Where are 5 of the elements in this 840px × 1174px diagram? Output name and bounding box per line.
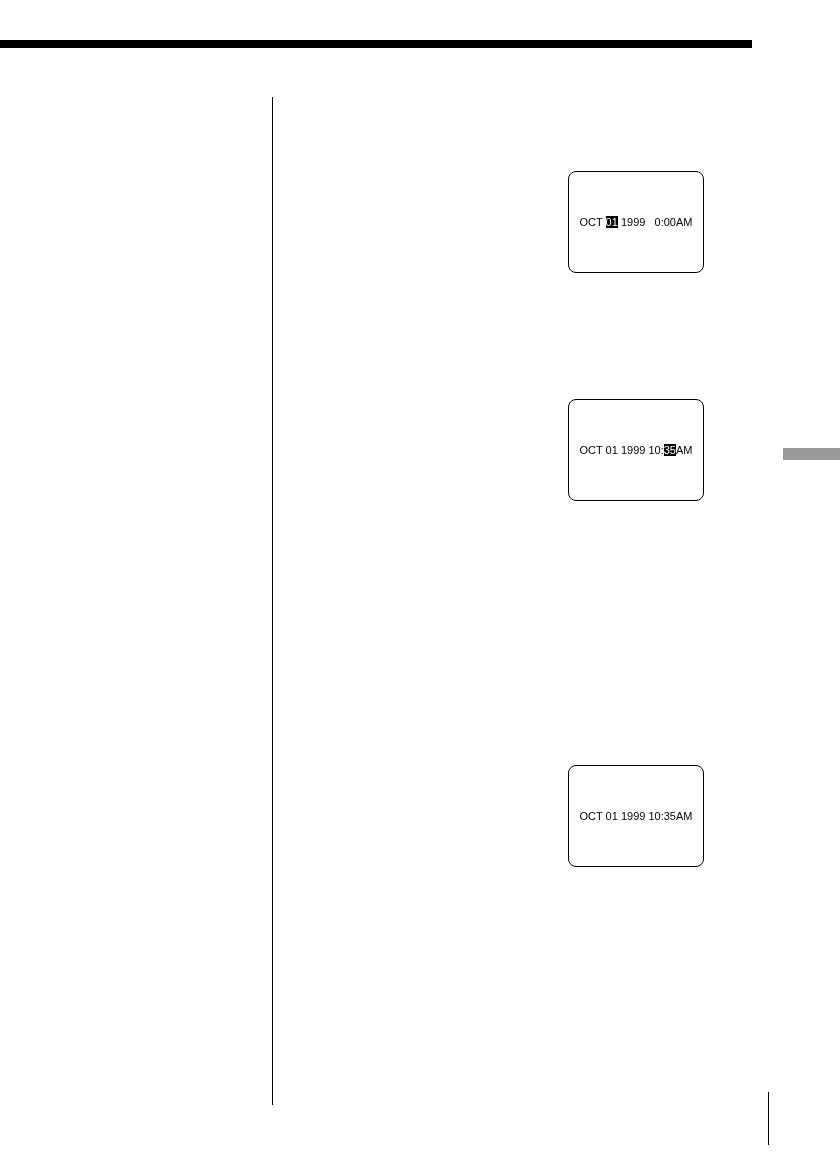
screen-display (568, 171, 704, 273)
screen-text: OCT 01 1999 10:35AM (579, 810, 693, 822)
screen-text: OCT 01 1999 0:00AM (579, 216, 693, 228)
screen-display (568, 399, 704, 501)
screen-display (568, 765, 704, 867)
